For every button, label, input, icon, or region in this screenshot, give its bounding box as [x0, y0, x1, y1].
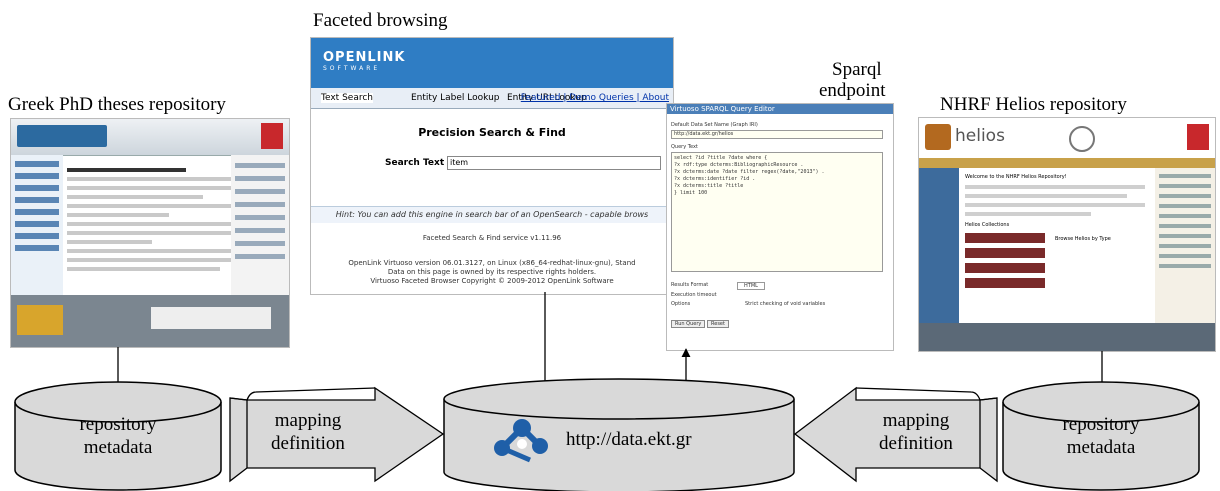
- helios-logo-icon: [925, 124, 951, 150]
- strict-checking-option[interactable]: Strict checking of void variables: [745, 301, 826, 307]
- greek-logo-icon: [17, 125, 107, 147]
- helios-footer: [919, 323, 1215, 351]
- greek-content: [67, 163, 237, 276]
- faceted-browsing-label: Faceted browsing: [313, 10, 448, 31]
- tab-entity-uri-lookup[interactable]: Entity URI Lookup: [507, 93, 587, 103]
- run-query-button[interactable]: Run Query: [671, 320, 706, 328]
- search-text-label: Search Text: [385, 158, 445, 168]
- center-ekt-cylinder: [443, 378, 795, 491]
- right-metadata-line2: metadata: [1066, 437, 1136, 458]
- helios-header: helios: [919, 118, 1215, 160]
- faceted-footer-virtuoso: OpenLink Virtuoso version 06.01.3127, on…: [348, 259, 636, 267]
- helios-name: helios: [955, 126, 1005, 146]
- greek-sidebar: [11, 155, 63, 305]
- ekt-url-label: http://data.ekt.gr: [566, 429, 692, 450]
- right-mapping-line2: definition: [879, 433, 953, 454]
- reset-button[interactable]: Reset: [707, 320, 729, 328]
- right-mapping-line1: mapping: [882, 410, 950, 431]
- sparql-editor-screenshot: Virtuoso SPARQL Query Editor Default Dat…: [666, 103, 894, 351]
- right-metadata-line1: repository: [1062, 414, 1140, 435]
- left-metadata-line1: repository: [79, 414, 157, 435]
- ekt-logo-icon-right: [1187, 124, 1209, 150]
- greek-repository-label: Greek PhD theses repository: [8, 94, 226, 115]
- faceted-hint: Hint: You can add this engine in search …: [311, 206, 673, 223]
- ekt-logo-icon: [261, 123, 283, 149]
- left-mapping-arrow: [229, 386, 445, 483]
- helios-repository-label: NHRF Helios repository: [940, 94, 1127, 115]
- default-graph-label: Default Data Set Name (Graph IRI): [671, 122, 758, 128]
- helios-right-panel: [1155, 168, 1215, 328]
- faceted-footer-owner: Data on this page is owned by its respec…: [387, 268, 597, 276]
- faceted-footer: Faceted Search & Find service v1.11.96 O…: [311, 234, 673, 286]
- sparql-title-bar: Virtuoso SPARQL Query Editor: [667, 104, 893, 114]
- results-format-select[interactable]: HTML: [737, 282, 765, 290]
- greek-header: [11, 119, 289, 156]
- sparql-label-line1: Sparql: [832, 59, 882, 80]
- helios-collections: Helios Collections: [965, 222, 1010, 228]
- helios-nav-bar: [919, 160, 1215, 168]
- results-format-label: Results Format: [671, 282, 709, 288]
- helios-content: Welcome to the NHRF Helios Repository! H…: [965, 174, 1145, 293]
- helios-welcome: Welcome to the NHRF Helios Repository!: [965, 174, 1067, 180]
- greek-right-panel: [231, 155, 289, 305]
- helios-browse-by-type: Browse Helios by Type: [1055, 236, 1111, 242]
- left-metadata-cylinder: [14, 381, 222, 491]
- execution-timeout-label: Execution timeout: [671, 292, 717, 298]
- ekt-linked-data-logo-icon: [494, 419, 548, 463]
- query-text-label: Query Text: [671, 144, 698, 150]
- faceted-title: Precision Search & Find: [418, 126, 566, 139]
- left-metadata-line2: metadata: [83, 437, 153, 458]
- query-text-area[interactable]: select ?id ?title ?date where { ?x rdf:t…: [671, 152, 883, 272]
- faceted-footer-copyright: Virtuoso Faceted Browser Copyright © 200…: [370, 277, 614, 285]
- greek-repository-screenshot: [10, 118, 290, 348]
- greek-footer: [11, 295, 289, 347]
- faceted-footer-version: Faceted Search & Find service v1.11.96: [422, 234, 562, 242]
- left-mapping-line1: mapping: [274, 410, 342, 431]
- sparql-label-line2: endpoint: [819, 80, 886, 101]
- left-mapping-line2: definition: [271, 433, 345, 454]
- options-label: Options: [671, 301, 691, 307]
- helios-screenshot: helios Welcome to the NHRF Helios Reposi…: [918, 117, 1216, 352]
- search-text-input[interactable]: item: [447, 156, 661, 170]
- nhrf-seal-icon: [1069, 126, 1095, 152]
- right-metadata-cylinder: [1002, 381, 1200, 491]
- tab-text-search[interactable]: Text Search: [321, 93, 373, 103]
- tab-entity-label-lookup[interactable]: Entity Label Lookup: [411, 93, 500, 103]
- faceted-top-links[interactable]: Featured | Demo Queries | About: [520, 93, 669, 103]
- faceted-tabs: Text Search Entity Label Lookup Entity U…: [311, 88, 673, 109]
- helios-sidebar: [919, 168, 959, 328]
- right-mapping-arrow: [793, 386, 998, 483]
- default-graph-input[interactable]: http://data.ekt.gr/helios: [671, 130, 883, 139]
